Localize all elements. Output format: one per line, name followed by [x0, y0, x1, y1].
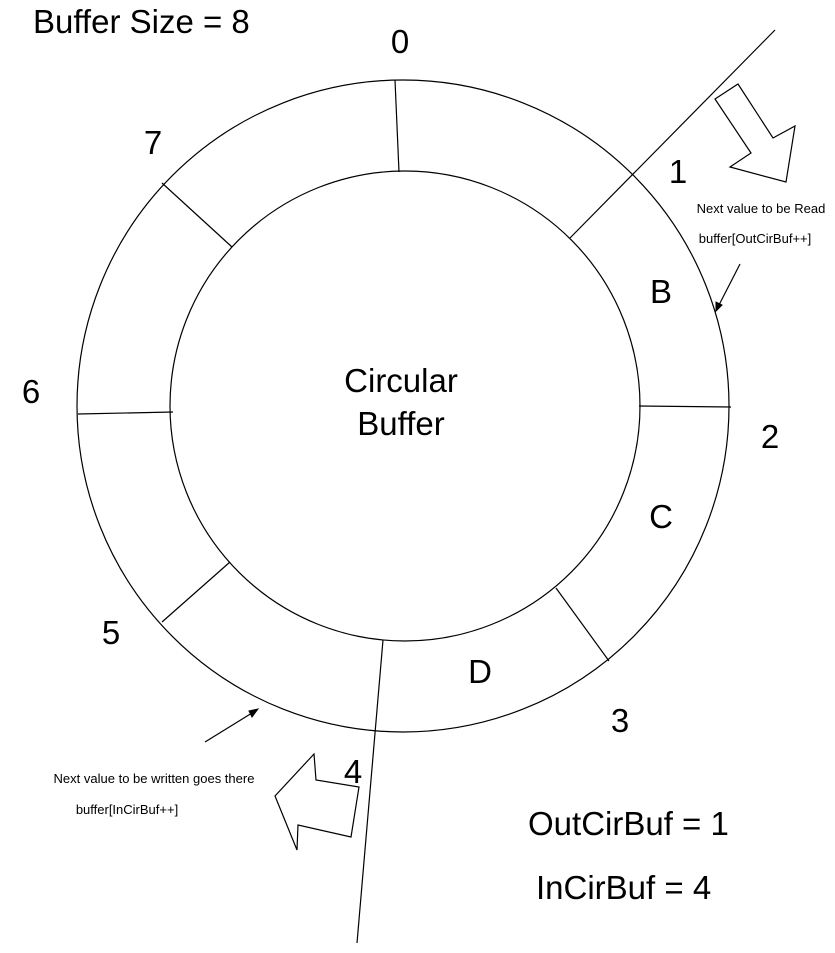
divider-7-0 [161, 182, 233, 248]
divider-5-6 [161, 561, 231, 623]
slot-index-3: 3 [611, 702, 629, 739]
slot-value-b: B [650, 273, 672, 310]
slot-index-2: 2 [761, 418, 779, 455]
slot-index-6: 6 [22, 373, 40, 410]
divider-2-3 [638, 405, 732, 408]
write-block-arrow-icon [274, 752, 360, 851]
out-cir-buf-status: OutCirBuf = 1 [528, 805, 729, 842]
slot-value-d: D [468, 653, 492, 690]
slot-index-4: 4 [344, 753, 362, 790]
slot-index-0: 0 [391, 23, 409, 60]
divider-1-2-pointer [569, 29, 776, 239]
write-pointer-line [204, 712, 253, 743]
center-label-line2: Buffer [357, 405, 444, 442]
divider-6-7 [77, 411, 174, 415]
buffer-size-label: Buffer Size = 8 [33, 3, 250, 40]
slot-index-1: 1 [669, 153, 687, 190]
read-block-arrow-icon [714, 83, 796, 183]
read-note-line2: buffer[OutCirBuf++] [699, 231, 812, 246]
slot-index-5: 5 [102, 614, 120, 651]
center-label-line1: Circular [344, 362, 458, 399]
divider-0-1 [394, 79, 400, 173]
in-cir-buf-status: InCirBuf = 4 [536, 869, 711, 906]
write-note-line1: Next value to be written goes there [54, 771, 255, 786]
slot-value-c: C [649, 498, 673, 535]
write-note-line2: buffer[InCirBuf++] [76, 802, 178, 817]
write-pointer-arrowhead-icon [248, 708, 260, 718]
slot-index-7: 7 [144, 124, 162, 161]
read-pointer-line [718, 263, 741, 306]
outer-ring [76, 79, 730, 733]
read-note-line1: Next value to be Read [697, 201, 826, 216]
divider-4-5-pointer [356, 639, 384, 944]
divider-3-4 [555, 587, 610, 662]
read-pointer-arrowhead-icon [715, 301, 723, 313]
